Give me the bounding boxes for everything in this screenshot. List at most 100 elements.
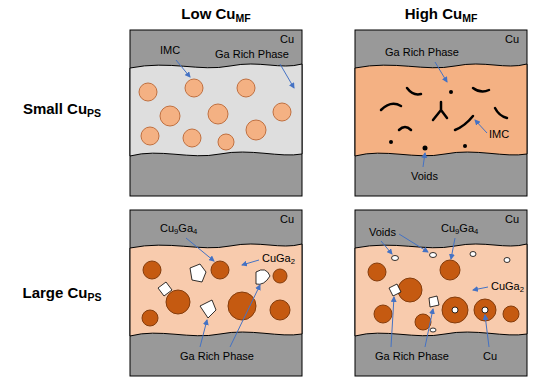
cu9ga4-particle [368, 263, 386, 281]
imc-particle [218, 134, 234, 150]
void [430, 253, 437, 258]
text-part: Ga Rich Phase [375, 350, 449, 362]
ga-rich-region [200, 300, 216, 318]
void [423, 146, 428, 151]
text-part: IMC [160, 44, 180, 56]
cu-cores [452, 307, 488, 313]
leader-lines [176, 60, 294, 88]
imc-particles [139, 79, 291, 150]
imc-sliver [399, 127, 411, 130]
text-part: Cu [280, 33, 294, 45]
imc-particle [208, 104, 228, 124]
text-part: Cu [505, 213, 519, 225]
imc-particle [273, 103, 291, 121]
void [389, 140, 393, 144]
imc-sliver [381, 104, 401, 110]
callout-label: IMC [160, 44, 180, 57]
text-part: Voids [369, 226, 396, 238]
cu9ga4-particle [270, 300, 290, 320]
text-part: Ga [459, 222, 474, 234]
imc-sliver [473, 88, 489, 92]
leader-lines [186, 238, 260, 347]
text-part: Cu [280, 213, 294, 225]
cu9ga4-particle [442, 297, 468, 323]
ga-rich-phase [158, 264, 270, 318]
subscript: 4 [474, 227, 478, 236]
leader-line [176, 60, 190, 77]
text-part: Ga [178, 222, 193, 234]
text-part: CuGa [491, 280, 520, 292]
callout-label: CuGa2 [262, 252, 295, 265]
text-part: CuGa [262, 252, 291, 264]
ga-rich-region [389, 284, 401, 296]
text-part: IMC [489, 128, 509, 140]
ga-rich-region [429, 296, 439, 307]
cu9ga4-particles [368, 260, 519, 330]
leader-line [435, 62, 447, 82]
leader-lines [423, 62, 487, 167]
callout-label: Cu [280, 33, 294, 46]
ga-rich-phase [389, 284, 439, 307]
imc-particle [139, 83, 157, 101]
leader-line [230, 285, 260, 347]
cu9ga4-particle [211, 261, 229, 279]
schematic-panel: CuGa Rich PhaseIMCVoids [355, 30, 527, 196]
ga-rich-region [256, 270, 270, 285]
imc-particle [237, 79, 255, 97]
axis-header: Large CuPS [22, 284, 101, 302]
leader-line [473, 287, 488, 290]
void [449, 90, 453, 94]
leader-lines [381, 234, 489, 347]
ga-rich-region [190, 264, 206, 282]
callout-label: Cu9Ga4 [160, 222, 197, 235]
imc-particle [185, 79, 203, 97]
callout-label: Ga Rich Phase [180, 350, 254, 363]
imc-particle [160, 106, 180, 126]
text-part: Ga Rich Phase [215, 48, 289, 60]
leader-line [391, 297, 394, 347]
text-part: Cu [441, 222, 455, 234]
cu-substrate [130, 210, 302, 376]
callout-label: Cu [505, 33, 519, 46]
subscript: 9 [174, 227, 178, 236]
ga-rich-band [130, 64, 302, 156]
cu9ga4-particle [273, 269, 287, 283]
ga-rich-region [158, 282, 172, 296]
callout-label: Cu9Ga4 [441, 222, 478, 235]
subscript: PS [88, 291, 102, 303]
schematic-panel: CuIMC Ga Rich Phase [130, 30, 302, 196]
imc-particle [246, 120, 266, 140]
imc-sliver [495, 108, 507, 118]
callout-label: CuGa2 [491, 280, 524, 293]
leader-line [381, 241, 392, 254]
callout-label: Voids [411, 170, 438, 183]
text-part: Cu [505, 33, 519, 45]
cu-core [482, 307, 488, 313]
text-part: Ga Rich Phase [180, 350, 254, 362]
panel-small-low [130, 30, 302, 196]
imc-sliver [455, 116, 473, 130]
void [504, 258, 510, 263]
subscript: 4 [193, 227, 197, 236]
subscript: 9 [455, 227, 459, 236]
imc-particle [141, 127, 159, 145]
callout-label: Cu [280, 213, 294, 226]
leader-line [200, 320, 207, 347]
cu9ga4-particle [374, 305, 392, 323]
cuga2-band [355, 244, 527, 336]
leader-line [423, 153, 425, 167]
text-part: High Cu [405, 5, 463, 22]
callout-label: Cu [505, 213, 519, 226]
panel-large-low [130, 210, 302, 376]
voids [389, 90, 467, 151]
subscript: MF [462, 12, 477, 24]
imc-particle [183, 129, 201, 147]
leader-line [280, 64, 294, 88]
subscript: 2 [291, 257, 295, 266]
schematic-panel: CuCu9Ga4CuGa2 Ga Rich Phase [130, 210, 302, 376]
cu9ga4-particle [142, 310, 158, 326]
cu9ga4-particles [142, 261, 290, 326]
leader-line [425, 309, 433, 347]
leader-line [485, 315, 489, 347]
cu9ga4-particle [166, 290, 190, 314]
